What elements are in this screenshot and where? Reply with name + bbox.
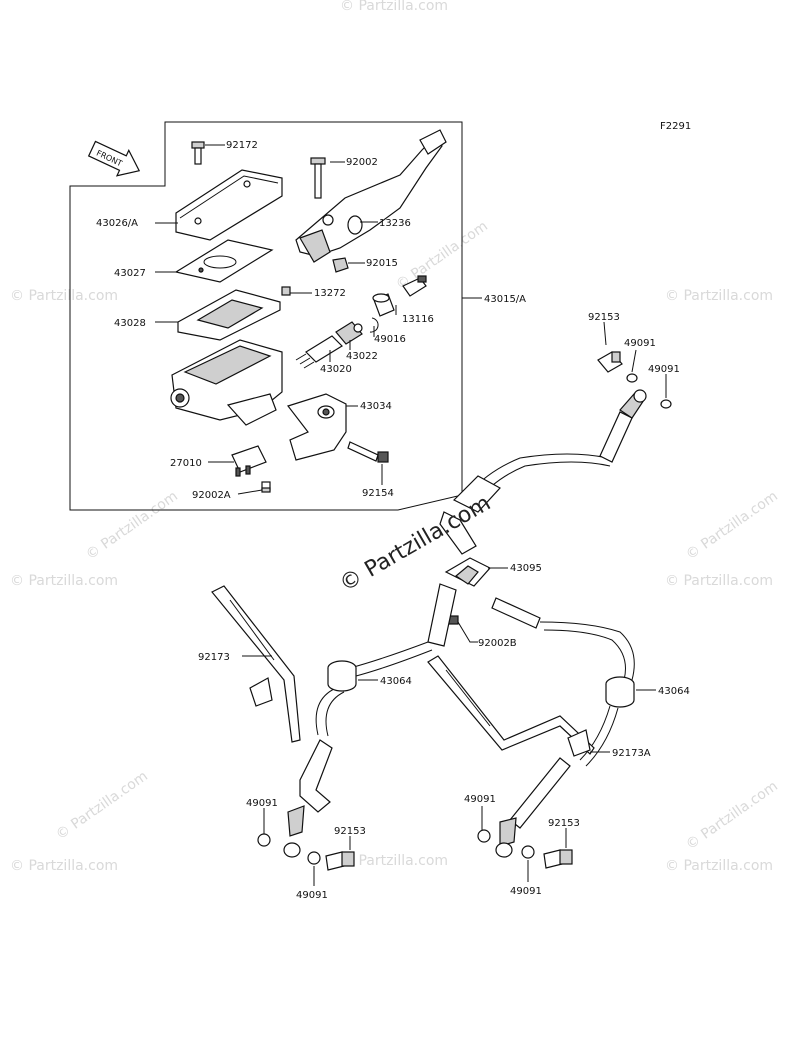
part-label: 43027	[114, 268, 146, 279]
washer-br-2	[521, 845, 535, 859]
part-label: 43026/A	[96, 218, 138, 229]
circlip	[369, 317, 379, 333]
watermark: © Partzilla.com	[10, 858, 118, 874]
screw-92172	[191, 141, 205, 165]
part-label: 13116	[402, 314, 434, 325]
watermark: © Partzilla.com	[340, 0, 448, 14]
bolt-92154	[347, 441, 389, 463]
washer-top-1	[626, 373, 638, 383]
pivot-bolt-92002	[310, 157, 326, 199]
reservoir-cap	[175, 169, 283, 241]
master-cylinder-body	[170, 339, 283, 426]
watermark: © Partzilla.com	[665, 573, 773, 589]
part-label: 49091	[246, 798, 278, 809]
washer-br-1	[477, 829, 491, 843]
part-label: 49091	[464, 794, 496, 805]
figure-code: F2291	[660, 121, 691, 132]
part-label: 43034	[360, 401, 392, 412]
part-label: 43022	[346, 351, 378, 362]
part-label: 92002A	[192, 490, 231, 501]
brake-hose-left	[283, 583, 457, 858]
screw-92002A	[261, 481, 271, 493]
leader-lines-lower	[242, 321, 667, 886]
part-label: 49091	[296, 890, 328, 901]
brake-light-switch	[231, 445, 267, 477]
part-label: 13272	[314, 288, 346, 299]
part-label: 27010	[170, 458, 202, 469]
washer-bl-1	[257, 833, 271, 847]
watermark: © Partzilla.com	[393, 218, 491, 293]
part-label: 43064	[658, 686, 690, 697]
diaphragm	[177, 289, 281, 341]
pivot-bolt-13116	[402, 275, 427, 297]
part-label: 92015	[366, 258, 398, 269]
leader-lines-upper	[155, 144, 482, 495]
washer-top-2	[660, 399, 672, 409]
watermark: © Partzilla.com	[683, 778, 781, 853]
part-label: 49016	[374, 334, 406, 345]
banjo-bolt-bl	[325, 851, 355, 871]
part-label: 92002B	[478, 638, 517, 649]
part-label: 43028	[114, 318, 146, 329]
clamp-holder	[287, 393, 347, 461]
watermark: © Partzilla.com	[83, 488, 181, 563]
washer-bl-2	[307, 851, 321, 865]
watermark: © Partzilla.com	[340, 853, 448, 869]
diaphragm-plate	[174, 239, 274, 283]
watermark: © Partzilla.com	[10, 573, 118, 589]
grommet-right	[605, 676, 635, 708]
part-label: 92153	[588, 312, 620, 323]
banjo-bolt-top	[597, 351, 623, 373]
banjo-bolt-br	[543, 849, 573, 869]
piston-assembly	[295, 321, 363, 369]
brake-hose-upper	[439, 389, 647, 555]
part-label: 92002	[346, 157, 378, 168]
grommet-left	[327, 660, 357, 692]
part-label: 43020	[320, 364, 352, 375]
watermark: © Partzilla.com	[10, 288, 118, 304]
part-label: 92153	[548, 818, 580, 829]
bracket-92173	[211, 585, 301, 743]
front-arrow-icon: FRONT	[87, 140, 141, 177]
brake-hose-joint	[443, 557, 491, 625]
part-label: 49091	[648, 364, 680, 375]
part-label: 43015/A	[484, 294, 526, 305]
brake-lever	[295, 129, 447, 263]
part-label: 49091	[624, 338, 656, 349]
part-label: 92172	[226, 140, 258, 151]
watermark: © Partzilla.com	[683, 488, 781, 563]
watermark: © Partzilla.com	[665, 288, 773, 304]
watermark: © Partzilla.com	[665, 858, 773, 874]
part-label: 92154	[362, 488, 394, 499]
part-labels: 92172 92002 43026/A 13236 43027 92015 13…	[96, 140, 690, 901]
nut-92015	[332, 257, 349, 273]
master-cylinder-group-border	[69, 121, 463, 511]
watermark: © Partzilla.com	[53, 768, 151, 843]
brake-hose-right	[491, 597, 635, 858]
dust-boot	[372, 293, 395, 317]
part-label: 43064	[380, 676, 412, 687]
bleed-screw-13272	[281, 286, 291, 296]
part-label: 13236	[379, 218, 411, 229]
bracket-92173A	[427, 655, 595, 757]
part-label: 43095	[510, 563, 542, 574]
part-label: 49091	[510, 886, 542, 897]
part-label: 92173	[198, 652, 230, 663]
part-label: 92153	[334, 826, 366, 837]
part-label: 92173A	[612, 748, 651, 759]
